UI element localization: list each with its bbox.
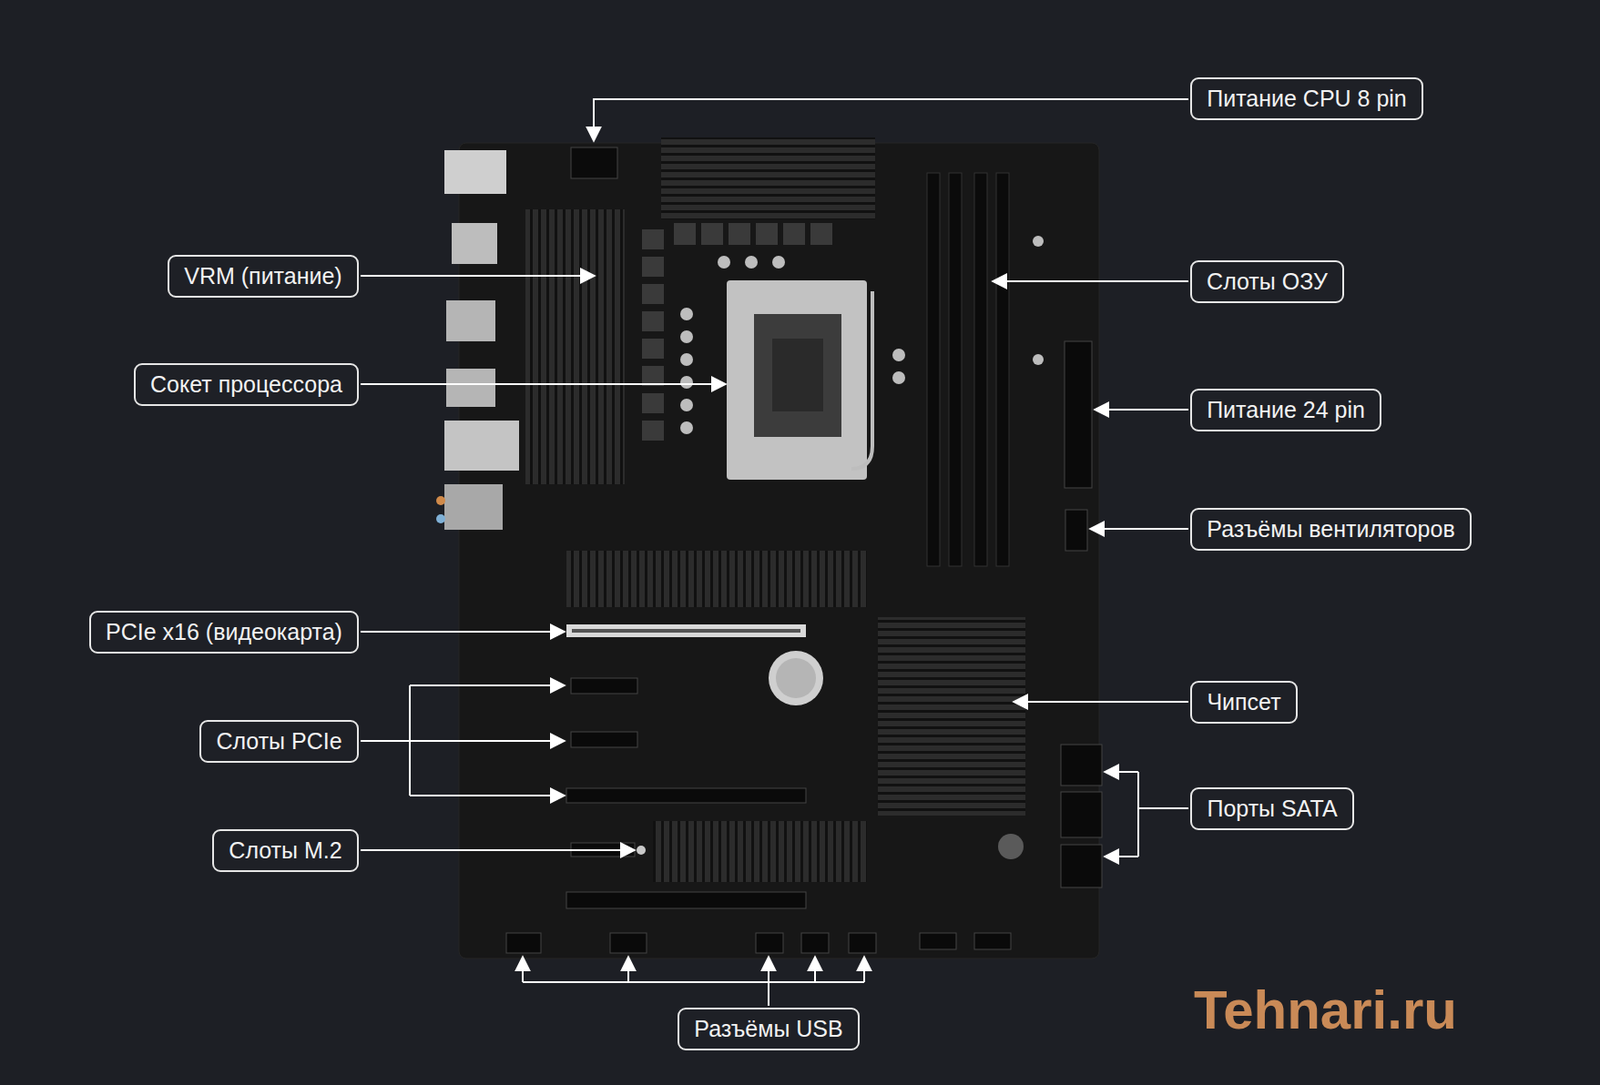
callout-label: Слоты PCIe — [215, 730, 342, 754]
callout-box: Разъёмы вентиляторов — [1190, 508, 1472, 551]
callout-label: Разъёмы вентиляторов — [1206, 518, 1455, 541]
callout-box: Сокет процессора — [133, 363, 359, 407]
callout-label: PCIe x16 (видеокарта) — [105, 621, 343, 644]
callout-label: Питание 24 pin — [1206, 398, 1366, 422]
callout-label: Чипсет — [1206, 691, 1281, 714]
callout-box: Чипсет — [1190, 681, 1298, 724]
callout-label: Сокет процессора — [150, 373, 343, 397]
leader-lines — [360, 99, 1189, 1007]
callout-label: Разъёмы USB — [693, 1018, 843, 1041]
callout-box: Слоты M.2 — [212, 829, 359, 873]
callout-box: VRM (питание) — [167, 254, 359, 298]
watermark: Tehnari.ru — [1193, 978, 1458, 1042]
callout-box: Разъёмы USB — [677, 1008, 860, 1051]
callout-box: PCIe x16 (видеокарта) — [89, 611, 359, 654]
callout-box: Порты SATA — [1190, 787, 1355, 831]
callout-box: Слоты ОЗУ — [1190, 260, 1345, 304]
callout-label: Слоты ОЗУ — [1206, 270, 1328, 294]
callout-label: Питание CPU 8 pin — [1206, 87, 1407, 111]
callout-label: VRM (питание) — [183, 264, 342, 288]
callout-label: Слоты M.2 — [228, 839, 342, 863]
callout-box: Слоты PCIe — [199, 720, 359, 764]
callout-label: Порты SATA — [1206, 797, 1337, 821]
callout-box: Питание CPU 8 pin — [1190, 77, 1424, 121]
callout-box: Питание 24 pin — [1190, 388, 1382, 432]
